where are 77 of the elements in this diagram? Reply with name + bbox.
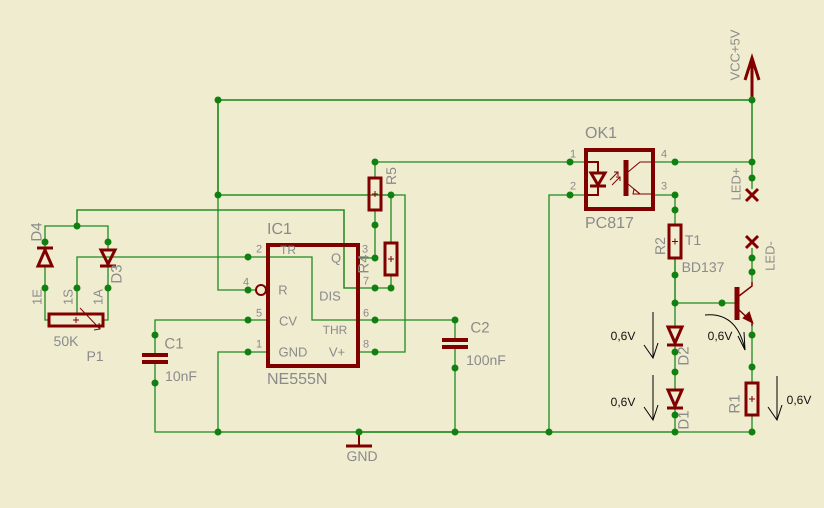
pin-number: 3 xyxy=(362,244,368,256)
net-label: VCC+5V xyxy=(728,30,742,80)
pin-name: THR xyxy=(322,324,348,336)
pin-name: Q xyxy=(330,252,342,264)
part-number: PC817 xyxy=(585,216,634,232)
pin-name: 1E xyxy=(30,289,44,305)
pin-number: 8 xyxy=(362,340,370,350)
pin-number: 1 xyxy=(256,340,262,350)
transistor-symbol xyxy=(734,282,754,326)
part-label: IC1 xyxy=(267,222,292,238)
pin-name: 1S xyxy=(62,289,74,305)
terminal-mark xyxy=(744,188,760,202)
potentiometer-symbol xyxy=(48,308,104,330)
terminal-mark xyxy=(744,234,760,250)
wire xyxy=(360,319,456,340)
wire xyxy=(360,275,392,289)
wire xyxy=(103,266,109,321)
pin-number: 2 xyxy=(256,244,262,256)
part-value: 50K xyxy=(54,334,78,348)
pin-name: V+ xyxy=(328,346,346,358)
wire xyxy=(751,248,753,282)
part-label: C2 xyxy=(470,320,490,336)
part-value: BD137 xyxy=(682,260,724,274)
voltage-label: 0,6V xyxy=(786,394,812,406)
pin-number: 4 xyxy=(242,278,250,288)
part-label: D4 xyxy=(30,222,44,242)
resistor-symbol xyxy=(668,224,682,260)
voltage-label: 0,6V xyxy=(610,330,636,342)
part-number: NE555N xyxy=(267,372,328,388)
diode-symbol xyxy=(36,246,54,268)
part-label: P1 xyxy=(86,349,104,363)
net-label: LED- xyxy=(764,241,776,271)
net-label: GND xyxy=(346,449,378,463)
wire xyxy=(154,319,266,355)
pin-number: 7 xyxy=(362,276,370,288)
part-label: C1 xyxy=(164,336,184,352)
diode-symbol xyxy=(666,388,684,410)
part-label: R1 xyxy=(728,394,742,414)
pin-number: 3 xyxy=(660,182,668,192)
pin-name: 1A xyxy=(92,289,104,305)
wire xyxy=(751,326,753,383)
part-label: T1 xyxy=(684,233,702,247)
part-label: D3 xyxy=(110,264,124,284)
diode-symbol xyxy=(666,326,684,347)
resistor-symbol xyxy=(384,242,398,276)
voltage-label: 0,6V xyxy=(708,330,732,342)
pin-number: 5 xyxy=(256,308,262,320)
wire xyxy=(674,345,676,390)
pin-number: 4 xyxy=(660,150,668,160)
wire xyxy=(674,258,676,327)
part-label: OK1 xyxy=(585,126,618,142)
pin-name: DIS xyxy=(319,290,341,302)
part-label: R4 xyxy=(356,254,372,274)
pin-name: R xyxy=(278,284,288,296)
pin-name: GND xyxy=(278,346,308,358)
pin-number: 1 xyxy=(570,150,576,160)
wire xyxy=(655,194,676,225)
capacitor-symbol xyxy=(442,338,468,349)
resistor-symbol xyxy=(744,382,760,416)
wire xyxy=(76,256,266,314)
part-value: 10nF xyxy=(165,369,197,383)
part-label: D1 xyxy=(676,410,692,430)
wire xyxy=(44,266,49,321)
part-label: D2 xyxy=(676,346,692,366)
part-label: R2 xyxy=(653,237,667,255)
pin-number: 6 xyxy=(362,308,370,320)
pin-name: TR xyxy=(280,244,296,256)
resistor-symbol xyxy=(368,176,382,212)
wire xyxy=(360,210,376,259)
net-label: LED+ xyxy=(730,168,742,200)
pin-name: CV xyxy=(278,314,298,328)
part-value: 100nF xyxy=(466,353,506,367)
capacitor-symbol xyxy=(142,353,168,364)
pin-number: 2 xyxy=(570,182,576,192)
part-label: R5 xyxy=(384,167,398,185)
wire xyxy=(374,161,584,178)
voltage-label: 0,6V xyxy=(610,396,636,408)
